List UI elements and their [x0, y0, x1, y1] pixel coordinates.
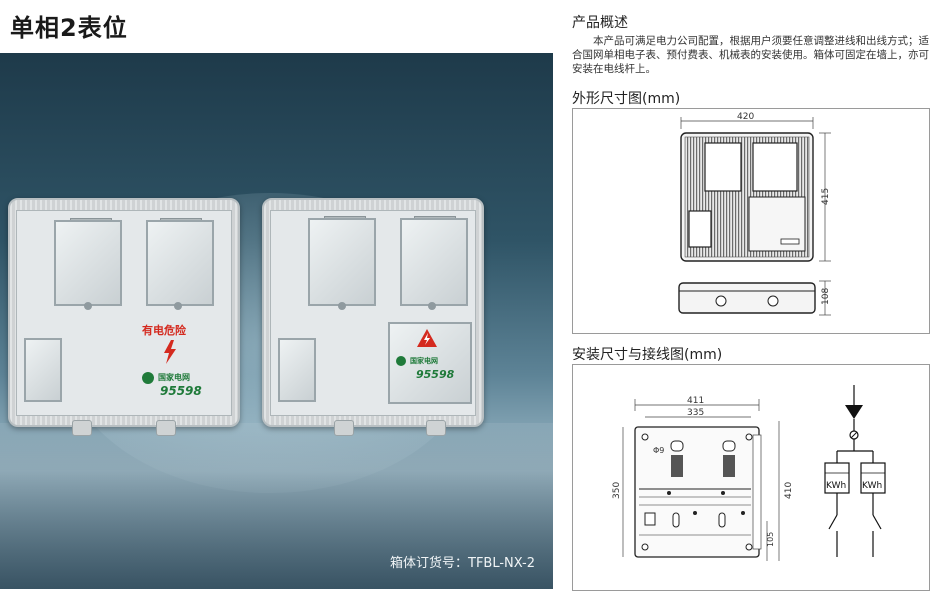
warning-triangle-icon — [417, 329, 437, 347]
meter-window-2 — [146, 220, 214, 306]
outer-height-label: 410 — [784, 482, 794, 499]
inner-height-label: 350 — [612, 482, 622, 499]
overview-heading: 产品概述 — [572, 15, 628, 31]
grid-logo-icon-2 — [396, 356, 406, 366]
hotline-number: 95598 — [160, 384, 202, 398]
inner-width-label: 335 — [687, 408, 704, 418]
meter-label-1: KWh — [826, 481, 846, 491]
hotline-number-2: 95598 — [416, 368, 455, 381]
page-title: 单相2表位 — [10, 14, 128, 42]
lightning-icon — [164, 340, 176, 364]
install-heading: 安装尺寸与接线图(mm) — [572, 347, 723, 363]
order-number: 箱体订货号：TFBL-NX-2 — [390, 556, 535, 571]
depth-dim-label: 108 — [821, 288, 831, 305]
bottom-height-label: 105 — [766, 532, 775, 547]
meter-window-1 — [54, 220, 122, 306]
meter-label-2: KWh — [862, 481, 882, 491]
brand-text-2: 国家电网 — [410, 357, 438, 365]
switch-window — [24, 338, 62, 402]
brand-text: 国家电网 — [158, 373, 190, 382]
switch-window-2 — [278, 338, 316, 402]
grid-logo-icon — [142, 372, 154, 384]
overview-text: 本产品可满足电力公司配置，根据用户须要任意调整进线和出线方式；适合国网单相电子表… — [572, 35, 929, 75]
meter-window-3 — [308, 218, 376, 306]
product-photo: 有电危险 国家电网 95598 国家电网 95598 箱体订货号：TFBL-NX… — [0, 53, 553, 589]
height-dim-label: 415 — [821, 188, 831, 205]
outline-heading: 外形尺寸图(mm) — [572, 91, 681, 107]
outer-width-label: 411 — [687, 396, 704, 406]
outline-diagram-panel: 420 415 108 — [572, 108, 930, 334]
meter-box-right: 国家电网 95598 — [262, 198, 484, 436]
width-dim-label: 420 — [737, 112, 754, 122]
warning-text: 有电危险 — [142, 324, 186, 337]
install-diagram-panel: 411 335 350 410 105 Φ9 — [572, 364, 930, 591]
hole-label: Φ9 — [653, 446, 664, 455]
meter-window-4 — [400, 218, 468, 306]
meter-box-left: 有电危险 国家电网 95598 — [8, 198, 240, 436]
